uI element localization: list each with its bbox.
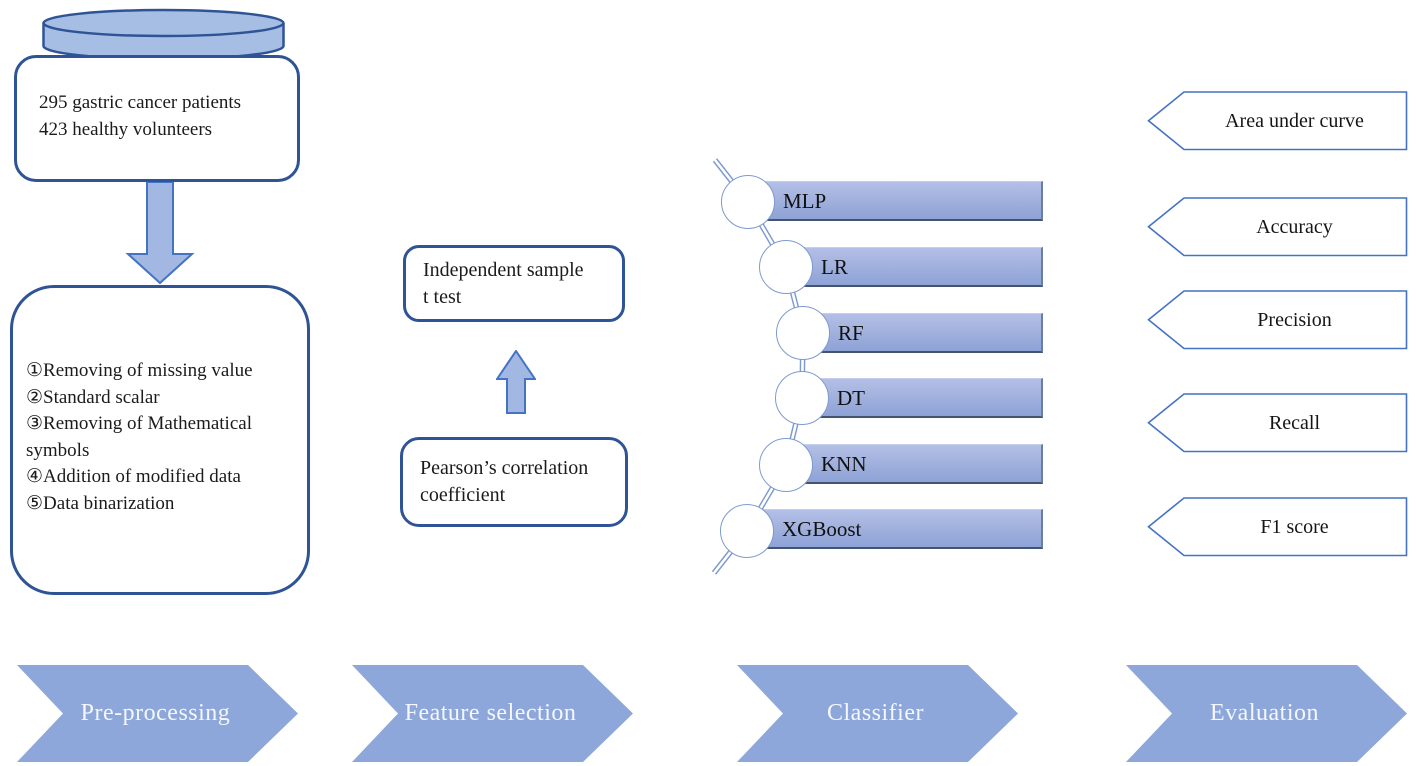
chain-node-circle bbox=[775, 371, 829, 425]
chevron-arrow-shape bbox=[737, 665, 1018, 762]
classifier-label-xgboost: XGBoost bbox=[782, 517, 862, 541]
metric-shape-f1: F1 score bbox=[1147, 497, 1408, 557]
chain-node-circle bbox=[721, 175, 775, 229]
classifier-label-knn: KNN bbox=[821, 452, 867, 476]
pearson-line: coefficient bbox=[420, 484, 506, 506]
chain-node-circle bbox=[759, 240, 813, 294]
up-arrow-icon bbox=[496, 350, 536, 414]
database-cylinder-shape bbox=[42, 8, 285, 61]
classifier-bar-dt bbox=[800, 378, 1043, 418]
chain-node-circle bbox=[776, 306, 830, 360]
stage-chevron-classifier: Classifier bbox=[737, 665, 1018, 762]
metric-shape-recall: Recall bbox=[1147, 393, 1408, 453]
cohort-box: 295 gastric cancer patients 423 healthy … bbox=[14, 55, 300, 182]
step-item: ①Removing of missing value bbox=[26, 360, 253, 381]
metric-label-accuracy: Accuracy bbox=[1256, 215, 1333, 238]
chain-node-circle bbox=[720, 504, 774, 558]
preprocessing-steps-box: ①Removing of missing value ②Standard sca… bbox=[10, 285, 310, 595]
pearson-box: Pearson’s correlation coefficient bbox=[400, 437, 628, 527]
metric-label-recall: Recall bbox=[1268, 411, 1321, 434]
stage-chevron-preprocessing: Pre-processing bbox=[17, 665, 298, 762]
chevron-arrow-shape bbox=[352, 665, 633, 762]
t-test-box: Independent sample t test bbox=[403, 245, 625, 322]
t-test-line: t test bbox=[423, 286, 462, 308]
stage-chevron-evaluation: Evaluation bbox=[1126, 665, 1407, 762]
classifier-label-lr: LR bbox=[821, 255, 848, 279]
classifier-bar-mlp bbox=[746, 181, 1043, 221]
classifier-label-dt: DT bbox=[837, 386, 865, 410]
step-item: ③Removing of Mathematical symbols bbox=[26, 413, 252, 461]
left-point-pentagon-shape bbox=[1147, 393, 1408, 453]
classifier-bar-lr bbox=[784, 247, 1043, 287]
metric-shape-auc: Area under curve bbox=[1147, 91, 1408, 151]
stage-label-preprocessing: Pre-processing bbox=[80, 700, 231, 726]
cohort-line-volunteers: 423 healthy volunteers bbox=[39, 119, 213, 140]
t-test-line: Independent sample bbox=[423, 259, 584, 281]
down-arrow-icon bbox=[125, 182, 195, 285]
chevron-arrow-shape bbox=[17, 665, 298, 762]
chain-node-circle bbox=[759, 438, 813, 492]
stage-label-feature-selection: Feature selection bbox=[404, 700, 577, 726]
chevron-arrow-shape bbox=[1126, 665, 1407, 762]
step-item: ②Standard scalar bbox=[26, 386, 160, 408]
classifier-label-rf: RF bbox=[838, 321, 864, 345]
metric-label-precision: Precision bbox=[1257, 308, 1332, 331]
classifier-label-mlp: MLP bbox=[783, 189, 827, 213]
stage-label-evaluation: Evaluation bbox=[1210, 700, 1319, 726]
metric-shape-accuracy: Accuracy bbox=[1147, 197, 1408, 257]
left-point-pentagon-shape bbox=[1147, 91, 1408, 151]
metric-label-f1: F1 score bbox=[1260, 515, 1329, 538]
cohort-line-patients: 295 gastric cancer patients bbox=[39, 92, 242, 113]
left-point-pentagon-shape bbox=[1147, 197, 1408, 257]
left-point-pentagon-shape bbox=[1147, 497, 1408, 557]
stage-chevron-feature-selection: Feature selection bbox=[352, 665, 633, 762]
metric-label-auc: Area under curve bbox=[1225, 109, 1364, 132]
pearson-line: Pearson’s correlation bbox=[420, 457, 589, 479]
classifier-bar-knn bbox=[784, 444, 1043, 484]
left-point-pentagon-shape bbox=[1147, 290, 1408, 350]
metric-shape-precision: Precision bbox=[1147, 290, 1408, 350]
stage-label-classifier: Classifier bbox=[827, 700, 924, 726]
classifier-bar-rf bbox=[801, 313, 1043, 353]
step-item: ⑤Data binarization bbox=[26, 492, 175, 514]
classifier-bar-xgboost bbox=[745, 509, 1043, 549]
step-item: ④Addition of modified data bbox=[26, 466, 241, 487]
